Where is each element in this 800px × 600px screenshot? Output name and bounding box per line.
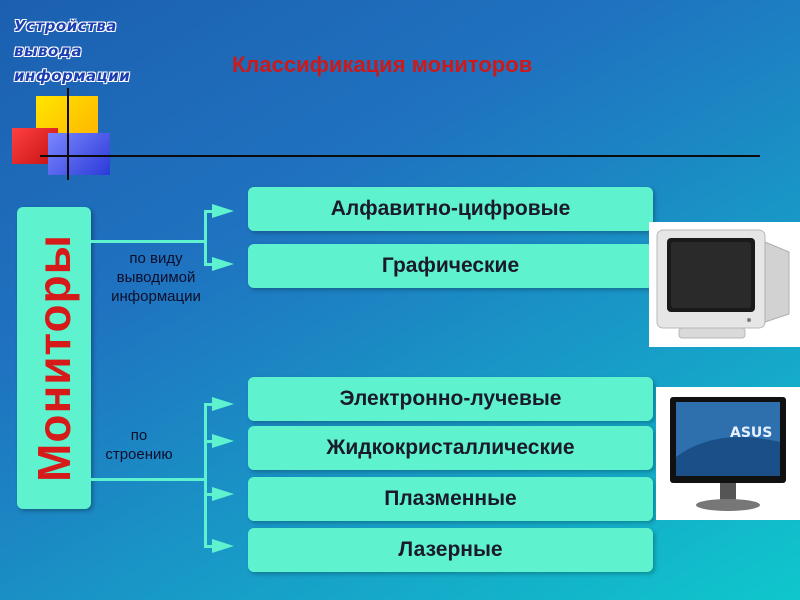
connector-arrow <box>212 487 234 501</box>
connector-line <box>91 478 206 481</box>
lcd-monitor-icon: ASUS <box>670 397 786 511</box>
connector-arrow <box>212 257 234 271</box>
connector-line <box>204 210 207 265</box>
connector-line <box>204 403 216 406</box>
badge-line-1: Устройства <box>14 17 117 35</box>
title-underline-rule <box>40 155 760 157</box>
group-label-line: по виду <box>129 250 183 267</box>
crt-monitor-icon <box>656 229 790 339</box>
connector-line <box>204 493 216 496</box>
category-box-alphanumeric: Алфавитно-цифровые <box>248 187 653 231</box>
decor-square-blue <box>48 133 110 175</box>
category-box-plasma: Плазменные <box>248 477 653 521</box>
connector-arrow <box>212 397 234 411</box>
crt-monitor-image <box>649 222 800 347</box>
group-label-line: выводимой <box>116 269 196 286</box>
connector-line <box>204 263 216 266</box>
lcd-brand-text: ASUS <box>730 425 772 441</box>
connector-line <box>204 545 216 548</box>
connector-arrow <box>212 434 234 448</box>
group-label-line: строению <box>105 446 173 463</box>
category-box-graphic: Графические <box>248 244 653 288</box>
group-label-line: информации <box>111 288 201 305</box>
category-box-crt: Электронно-лучевые <box>248 377 653 421</box>
category-box-lcd: Жидкокристаллические <box>248 426 653 470</box>
monitors-main-box: Мониторы <box>17 207 91 509</box>
decor-vertical-rule <box>67 88 69 180</box>
connector-line <box>204 210 216 213</box>
lcd-monitor-image: ASUS <box>656 387 800 520</box>
slide-title: Классификация мониторов <box>232 52 533 77</box>
group-label-structure: по строению <box>84 426 194 464</box>
badge-line-2: вывода <box>14 42 83 60</box>
connector-line <box>204 440 216 443</box>
connector-line <box>91 240 206 243</box>
group-label-line: по <box>130 427 148 444</box>
connector-arrow <box>212 539 234 553</box>
badge-line-3: информации <box>14 67 131 85</box>
group-label-info-type: по виду выводимой информации <box>96 249 216 306</box>
connector-arrow <box>212 204 234 218</box>
monitors-main-label: Мониторы <box>28 234 80 482</box>
connector-line <box>204 403 207 547</box>
category-box-laser: Лазерные <box>248 528 653 572</box>
